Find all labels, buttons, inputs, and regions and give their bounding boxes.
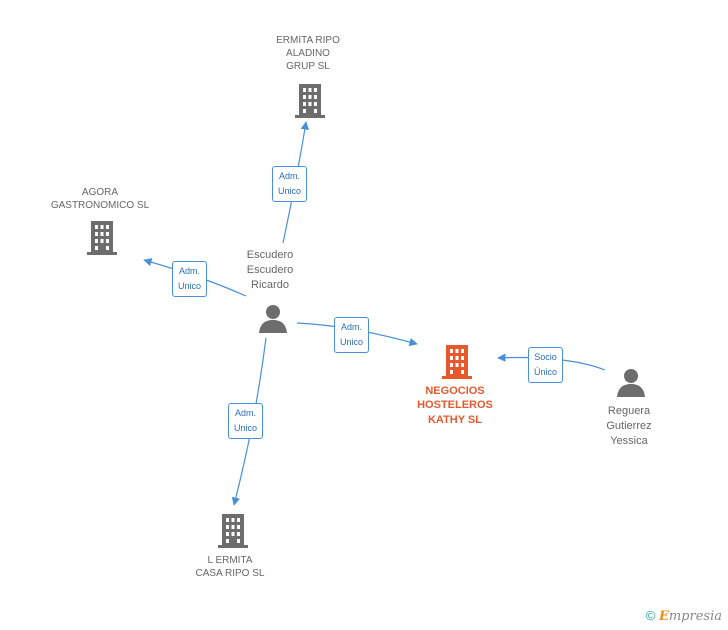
- person-label-reguera[interactable]: Reguera Gutierrez Yessica: [606, 405, 652, 447]
- edge-label-escudero-ermita-ripo-aladino: Adm. Unico: [272, 166, 308, 202]
- edge-label-escudero-agora: Adm. Unico: [172, 261, 208, 297]
- copyright-brand: © Empresia: [646, 608, 722, 624]
- building-icon[interactable]: [216, 514, 250, 548]
- building-icon[interactable]: [293, 84, 327, 118]
- edge-label-escudero-negocios: Adm. Unico: [334, 317, 370, 353]
- edge-label-reguera-negocios: Socio Único: [528, 347, 564, 383]
- person-icon[interactable]: [258, 303, 288, 333]
- company-label-negocios[interactable]: NEGOCIOS HOSTELEROS KATHY SL: [417, 385, 493, 426]
- brand-logo: Empresia: [658, 609, 722, 624]
- company-label-agora[interactable]: AGORA GASTRONOMICO SL: [50, 187, 150, 211]
- company-label-ermita-ripo-aladino[interactable]: ERMITA RIPO ALADINO GRUP SL: [276, 35, 340, 72]
- building-icon[interactable]: [85, 221, 119, 255]
- company-label-lermita[interactable]: L ERMITA CASA RIPO SL: [195, 555, 265, 579]
- person-icon[interactable]: [616, 367, 646, 397]
- edge-label-escudero-lermita: Adm. Unico: [228, 403, 264, 439]
- building-icon[interactable]: [440, 345, 474, 379]
- person-label-escudero[interactable]: Escudero Escudero Ricardo: [246, 249, 294, 291]
- copyright-symbol: ©: [645, 608, 656, 623]
